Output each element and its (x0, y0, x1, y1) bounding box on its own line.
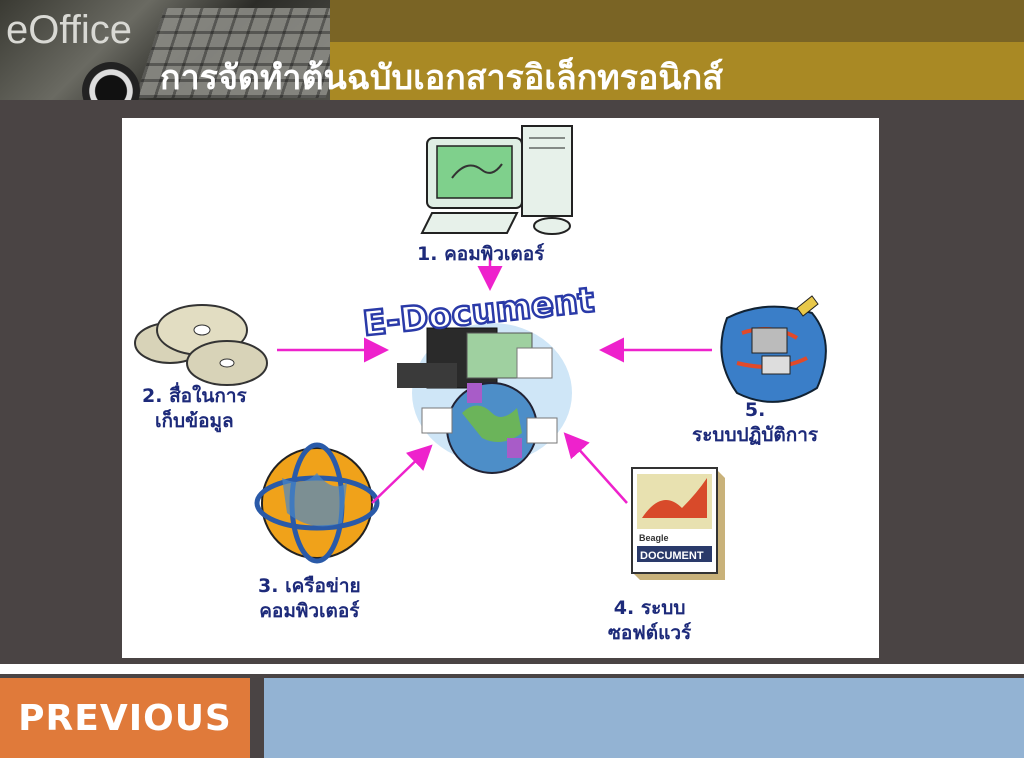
logo-text: eOffice (6, 8, 132, 52)
label-network-text-2: คอมพิวเตอร์ (259, 600, 360, 622)
label-computer: 1. คอมพิวเตอร์ (417, 242, 544, 267)
software-box-brand: Beagle (639, 533, 669, 543)
software-box-title: DOCUMENT (640, 550, 704, 562)
label-software-number: 4. (613, 597, 635, 619)
arrow-software (563, 432, 628, 504)
footer-bar (264, 678, 1024, 758)
previous-button[interactable]: PREVIOUS (0, 678, 250, 758)
label-network: 3. เครือข่าย คอมพิวเตอร์ (258, 574, 361, 624)
label-computer-text: คอมพิวเตอร์ (444, 243, 545, 265)
label-computer-number: 1. (417, 243, 438, 265)
logo-photo: eOffice (0, 0, 330, 100)
e-document-center-image (397, 323, 572, 474)
diagram-graphics: Beagle DOCUMENT E-Document (134, 125, 827, 580)
label-storage-text-2: เก็บข้อมูล (155, 410, 234, 432)
label-software: 4. ระบบ ซอฟต์แวร์ (608, 596, 691, 646)
network-globe-icon (254, 442, 380, 564)
operating-system-icon (720, 295, 827, 403)
storage-discs-icon (134, 304, 268, 386)
software-box-icon: Beagle DOCUMENT (631, 467, 725, 580)
label-network-text-1: เครือข่าย (285, 575, 361, 597)
label-storage: 2. สื่อในการ เก็บข้อมูล (142, 384, 247, 434)
e-document-diagram: Beagle DOCUMENT E-Document 1. คอมพิวเตอร… (122, 118, 879, 658)
label-network-number: 3. (258, 575, 279, 597)
label-software-text-1: ระบบ (640, 597, 686, 619)
label-storage-number: 2. (142, 385, 163, 407)
label-os-text: ระบบปฏิบัติการ (692, 424, 819, 446)
arrow-network (371, 444, 433, 504)
footer-edge (0, 758, 1024, 768)
label-os-number: 5. (744, 399, 766, 421)
coffee-cup-image (82, 62, 140, 100)
label-software-text-2: ซอฟต์แวร์ (608, 622, 692, 644)
label-storage-text-1: สื่อในการ (169, 385, 247, 407)
computer-icon (420, 125, 573, 235)
footer-divider (0, 664, 1024, 674)
label-operating-system: 5. ระบบปฏิบัติการ (692, 398, 818, 448)
slide-title: การจัดทำต้นฉบับเอกสารอิเล็กทรอนิกส์ (160, 58, 723, 98)
